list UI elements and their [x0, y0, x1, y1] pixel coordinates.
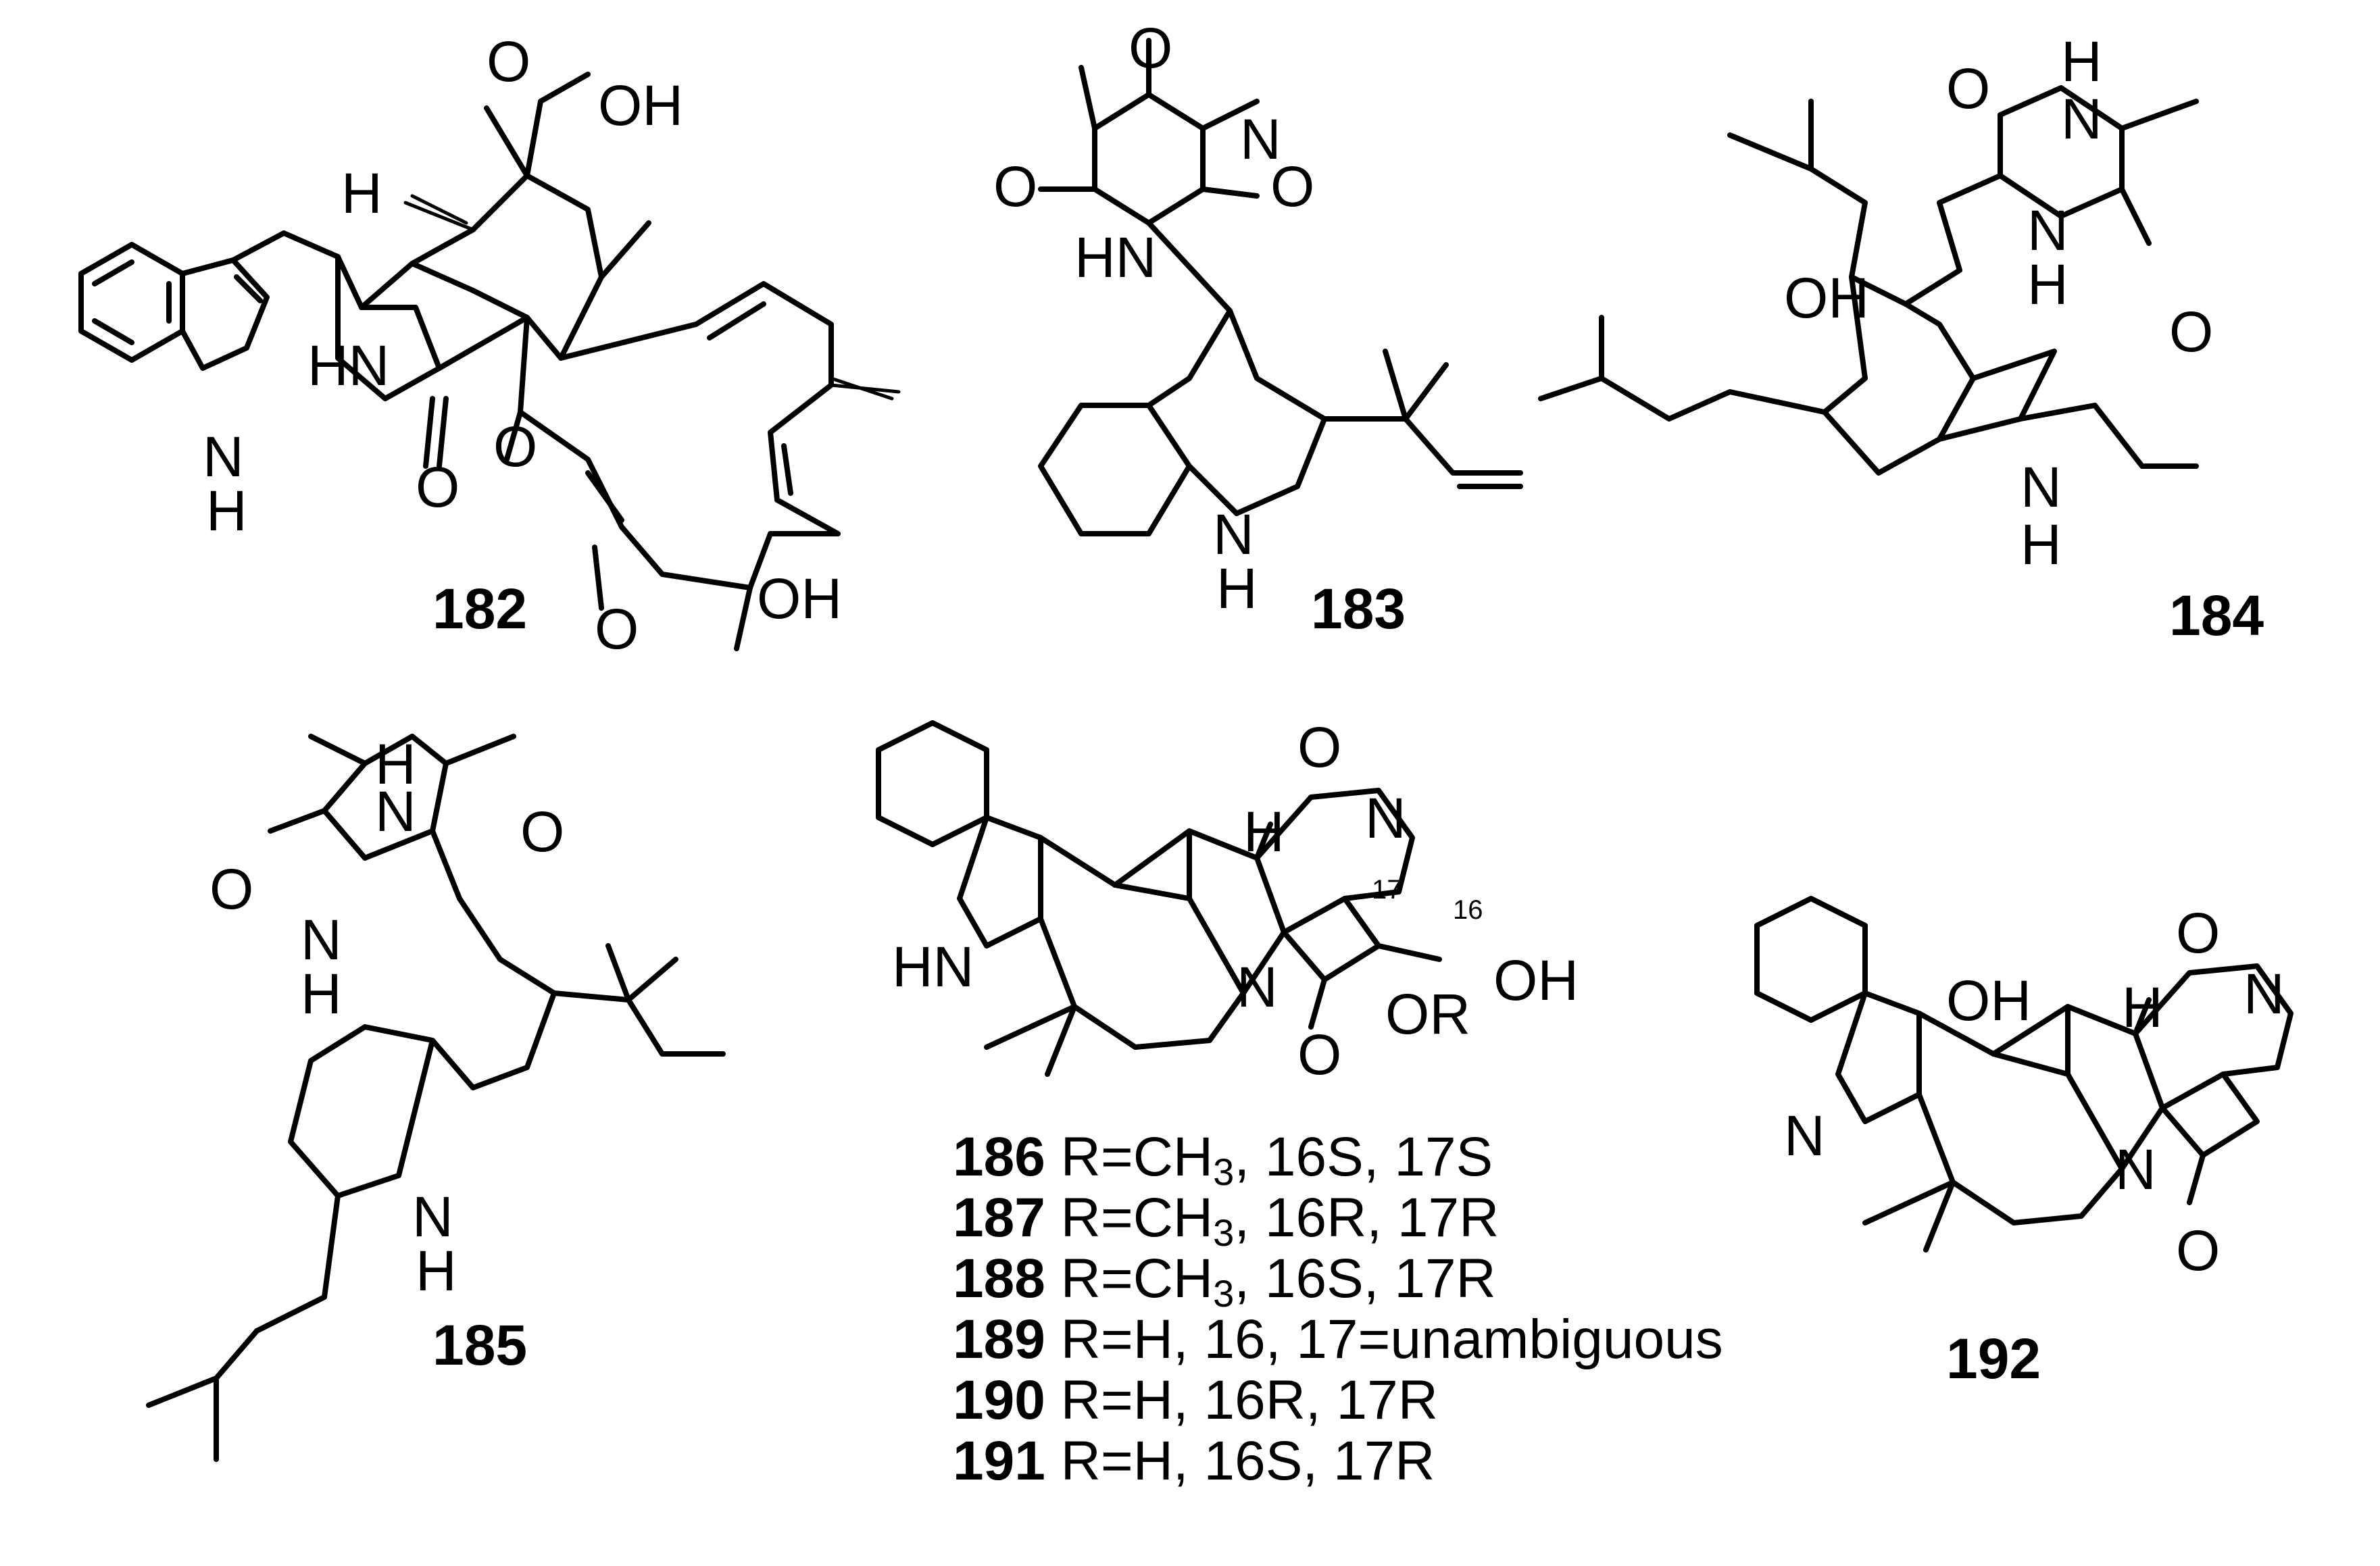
o-label: O — [595, 597, 639, 661]
n-label: N — [301, 908, 342, 971]
o-label: O — [493, 415, 537, 478]
legend-line: 187 R=CH3, 16R, 17R — [953, 1187, 1499, 1254]
h-label: H — [2061, 30, 2102, 93]
h-label: H — [2020, 513, 2062, 576]
oh-label: OH — [1784, 266, 1869, 330]
locant-16: 16 — [1453, 895, 1483, 925]
h-label: H — [375, 732, 416, 796]
h-label: H — [1216, 557, 1258, 620]
compound-number-184: 184 — [2169, 584, 2264, 647]
legend-line: 191 R=H, 16S, 17R — [953, 1430, 1435, 1492]
o-label: O — [416, 455, 460, 519]
n-label: N — [1784, 1104, 1825, 1167]
compound-182-structure — [78, 72, 901, 651]
compound-186-191-legend: 186 R=CH3, 16S, 17S 187 R=CH3, 16R, 17R … — [953, 1126, 1723, 1492]
o-label: O — [2176, 901, 2220, 965]
n-label: N — [1365, 786, 1406, 850]
n-label: N — [375, 780, 416, 843]
h-label: H — [1243, 800, 1285, 863]
o-label: O — [993, 155, 1037, 218]
legend-line: 186 R=CH3, 16S, 17S — [953, 1126, 1493, 1193]
n-label: N — [2020, 455, 2062, 519]
n-label: N — [2027, 199, 2068, 262]
compound-number-183: 183 — [1311, 577, 1406, 640]
o-label: O — [487, 30, 530, 93]
h-label: H — [341, 161, 382, 225]
o-label: O — [209, 857, 253, 921]
compound-183-structure — [1038, 38, 1523, 536]
legend-line: 188 R=CH3, 16S, 17R — [953, 1248, 1496, 1315]
o-label: O — [2176, 1219, 2220, 1282]
o-label: O — [1297, 715, 1341, 779]
n-label: N — [2061, 87, 2102, 151]
oh-label: OH — [598, 74, 683, 137]
oh-label: OH — [1946, 969, 2031, 1032]
h-label: H — [2122, 976, 2163, 1039]
n-label: N — [2243, 962, 2285, 1026]
compound-185-structure — [146, 734, 726, 1462]
compound-184-structure — [1538, 85, 2199, 476]
legend-line: 190 R=H, 16R, 17R — [953, 1369, 1438, 1431]
o-label: O — [520, 800, 564, 863]
n-label: N — [1240, 107, 1281, 171]
h-label: H — [416, 1239, 457, 1303]
oh-label: OH — [1493, 949, 1579, 1012]
o-label: O — [1297, 1023, 1341, 1086]
hn-label: HN — [892, 935, 974, 999]
compound-186-191-structure — [876, 720, 1442, 1077]
or-label: OR — [1385, 982, 1470, 1046]
hn-label: HN — [307, 334, 389, 397]
n-label: N — [2115, 1138, 2156, 1201]
o-label: O — [2169, 300, 2213, 363]
o-label: O — [1129, 16, 1172, 80]
compound-192-structure — [1754, 896, 2294, 1253]
h-label: H — [301, 962, 342, 1026]
n-label: N — [203, 425, 244, 488]
o-label: O — [1946, 57, 1990, 120]
compound-number-182: 182 — [432, 577, 527, 640]
hn-label: HN — [1074, 226, 1156, 289]
o-label: O — [1270, 155, 1314, 218]
n-label: N — [412, 1185, 453, 1248]
oh-label: OH — [757, 567, 842, 630]
h-label: H — [2027, 253, 2068, 316]
h-label: H — [206, 479, 247, 542]
compound-number-185: 185 — [432, 1313, 527, 1377]
n-label: N — [1237, 955, 1278, 1019]
n-label: N — [1213, 503, 1254, 566]
legend-line: 189 R=H, 16, 17=unambiguous — [953, 1309, 1723, 1370]
locant-17: 17 — [1372, 875, 1402, 905]
compound-number-192: 192 — [1946, 1327, 2041, 1390]
